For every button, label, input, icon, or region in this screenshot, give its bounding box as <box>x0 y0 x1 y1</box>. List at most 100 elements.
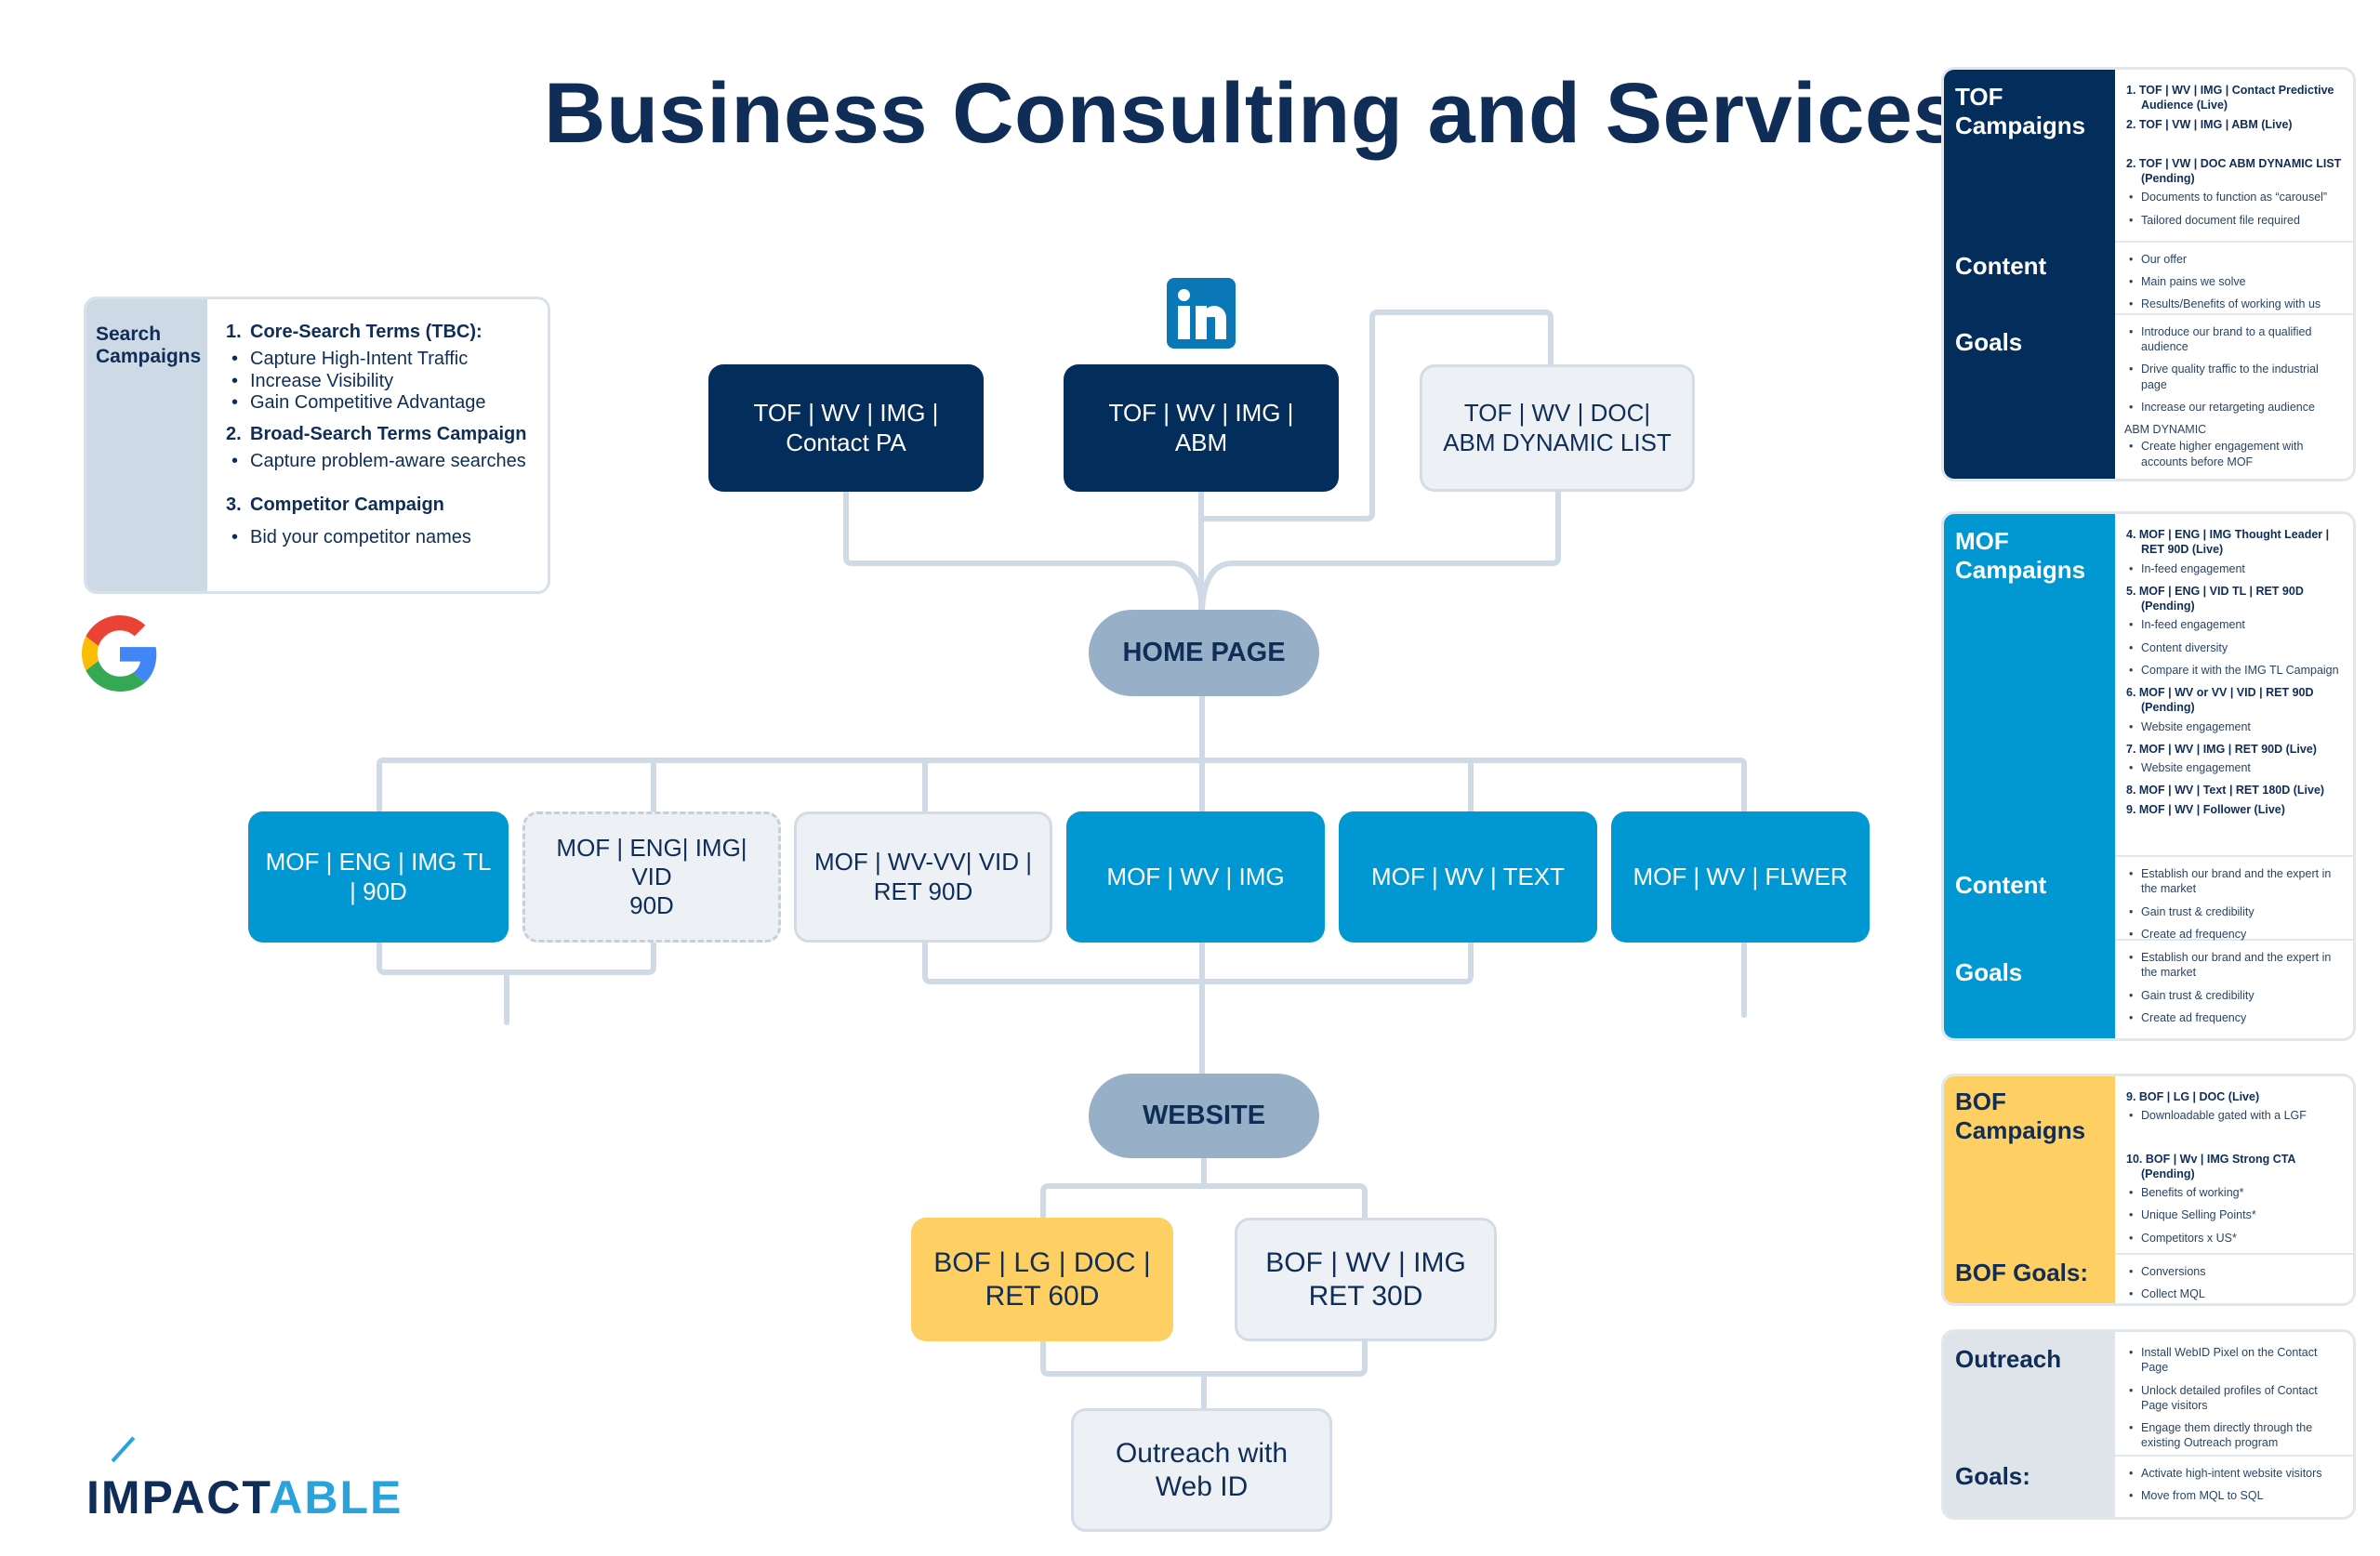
mof-node-eng-img-tl[interactable]: MOF | ENG | IMG TL | 90D <box>248 811 509 943</box>
bullet: Gain Competitive Advantage <box>226 392 538 415</box>
bullet: Activate high-intent website visitors <box>2124 1466 2346 1482</box>
search-item-heading: 3.Competitor Campaign <box>226 494 538 516</box>
bof-goals-label: BOF Goals: <box>1955 1259 2089 1286</box>
mof-panel: MOF Campaigns Content Goals 4. MOF | ENG… <box>1941 511 2356 1041</box>
outreach-items-section: Install WebID Pixel on the Contact PageU… <box>2115 1332 2353 1455</box>
bullet: Gain trust & credibility <box>2124 988 2346 1004</box>
mof-panel-labels: MOF Campaigns Content Goals <box>1944 514 2115 1038</box>
mof-node-eng-img-vid[interactable]: MOF | ENG| IMG| VID 90D <box>522 811 781 943</box>
bullet: Drive quality traffic to the industrial … <box>2124 362 2346 392</box>
search-item-bullets: Capture High-Intent Traffic Increase Vis… <box>226 349 538 415</box>
tof-panel: TOF Campaigns Content Goals 1. TOF | WV … <box>1941 67 2356 481</box>
mof-node-wv-flwer[interactable]: MOF | WV | FLWER <box>1611 811 1870 943</box>
spacer <box>2124 136 2346 156</box>
bullet: Create higher engagement with accounts b… <box>2124 439 2346 469</box>
campaign-heading: 2. TOF | VW | DOC ABM DYNAMIC LIST (Pend… <box>2126 156 2342 185</box>
bullet: Competitors x US* <box>2124 1231 2346 1246</box>
bof-panel-labels: BOF Campaigns BOF Goals: <box>1944 1076 2115 1303</box>
bullet: Establish our brand and the expert in th… <box>2124 866 2346 897</box>
search-item-title: Broad-Search Terms Campaign <box>250 423 527 444</box>
search-item-title: Competitor Campaign <box>250 494 444 516</box>
bullet: Create ad frequency <box>2124 1010 2346 1026</box>
bullet: Engage them directly through the existin… <box>2124 1420 2346 1451</box>
search-item-number: 2. <box>226 423 242 444</box>
mof-content-section: Establish our brand and the expert in th… <box>2115 855 2353 942</box>
bullet: Tailored document file required <box>2124 213 2346 229</box>
bof-campaigns-section: 9. BOF | LG | DOC (Live) Downloadable gat… <box>2115 1076 2353 1253</box>
connector-bof-bottom <box>1040 1338 1368 1377</box>
bullet: In-feed engagement <box>2124 561 2346 577</box>
tof-goals-label: Goals <box>1955 328 2023 356</box>
mof-node-wv-text[interactable]: MOF | WV | TEXT <box>1339 811 1597 943</box>
tof-campaigns-label: TOF Campaigns <box>1955 83 2086 140</box>
tof-campaigns-section: 1. TOF | WV | IMG | Contact Predictive A… <box>2115 70 2353 241</box>
bullet: Capture problem-aware searches <box>226 451 538 473</box>
logo-text-impact: IMPACT <box>86 1471 270 1523</box>
bullet: Downloadable gated with a LGF <box>2124 1108 2346 1124</box>
bullet: Content diversity <box>2124 640 2346 656</box>
tof-goals-section: Introduce our brand to a qualified audie… <box>2115 312 2353 479</box>
campaign-heading: 1. TOF | WV | IMG | Contact Predictive A… <box>2126 84 2334 112</box>
outreach-goals-label: Goals: <box>1955 1462 2030 1490</box>
bof-panel: BOF Campaigns BOF Goals: 9. BOF | LG | D… <box>1941 1074 2356 1306</box>
campaign-heading: 9. MOF | WV | Follower (Live) <box>2126 802 2285 816</box>
search-campaigns-label: Search Campaigns <box>86 299 207 591</box>
mof-campaigns-section: 4. MOF | ENG | IMG Thought Leader | RET … <box>2115 514 2353 855</box>
bullet: Compare it with the IMG TL Campaign <box>2124 663 2346 679</box>
campaign-heading: 2. TOF | VW | IMG | ABM (Live) <box>2126 117 2293 131</box>
bullet: Our offer <box>2124 252 2346 268</box>
search-item-title: Core-Search Terms (TBC): <box>250 322 483 342</box>
connector-mof-top <box>377 758 1747 814</box>
search-item-bullets: Bid your competitor names <box>226 527 538 549</box>
bof-campaigns-label: BOF Campaigns <box>1955 1088 2086 1145</box>
campaign-heading: 8. MOF | WV | Text | RET 180D (Live) <box>2126 784 2325 798</box>
campaign-heading: 7. MOF | WV | IMG | RET 90D (Live) <box>2126 742 2317 756</box>
outreach-panel-labels: Outreach Goals: <box>1944 1332 2115 1517</box>
bof-goals-section: ConversionsCollect MQL <box>2115 1253 2353 1303</box>
bullet: Results/Benefits of working with us <box>2124 297 2346 312</box>
bullet: Increase Visibility <box>226 371 538 393</box>
bullet: Unlock detailed profiles of Contact Page… <box>2124 1383 2346 1414</box>
connector-tof-contact <box>843 489 1205 612</box>
mof-campaigns-label: MOF Campaigns <box>1955 527 2086 585</box>
bullet: Increase our retargeting audience <box>2124 400 2346 415</box>
search-campaigns-body: 1.Core-Search Terms (TBC): Capture High-… <box>207 299 548 591</box>
outreach-goals-section: Activate high-intent website visitorsMov… <box>2115 1455 2353 1517</box>
tof-node-abm-dynamic-list[interactable]: TOF | WV | DOC| ABM DYNAMIC LIST <box>1420 364 1695 492</box>
google-icon <box>82 615 157 692</box>
logo-text-able: ABLE <box>269 1471 403 1523</box>
page-title: Business Consulting and Services <box>544 66 1962 161</box>
home-page-node[interactable]: HOME PAGE <box>1089 610 1319 696</box>
tof-node-abm[interactable]: TOF | WV | IMG | ABM <box>1064 364 1339 492</box>
mof-node-wv-vv-vid[interactable]: MOF | WV-VV| VID | RET 90D <box>794 811 1052 943</box>
bullet: Unique Selling Points* <box>2124 1207 2346 1223</box>
bullet: Website engagement <box>2124 719 2346 735</box>
search-item-heading: 1.Core-Search Terms (TBC): <box>226 322 538 343</box>
campaign-heading: 9. BOF | LG | DOC (Live) <box>2126 1090 2260 1103</box>
connector-mof-bottom-left <box>377 940 656 975</box>
bullet: Main pains we solve <box>2124 274 2346 290</box>
tof-node-contact-pa[interactable]: TOF | WV | IMG | Contact PA <box>708 364 984 492</box>
campaign-heading: 5. MOF | ENG | VID TL | RET 90D (Pending… <box>2126 584 2304 613</box>
outreach-node[interactable]: Outreach with Web ID <box>1071 1408 1332 1532</box>
bullet: Documents to function as “carousel” <box>2124 190 2346 205</box>
bullet: Introduce our brand to a qualified audie… <box>2124 324 2346 355</box>
bullet: Install WebID Pixel on the Contact Page <box>2124 1345 2346 1376</box>
tof-content-label: Content <box>1955 252 2047 280</box>
website-node[interactable]: WEBSITE <box>1089 1074 1319 1158</box>
bof-node-lg-doc[interactable]: BOF | LG | DOC | RET 60D <box>911 1218 1173 1341</box>
linkedin-icon <box>1167 278 1236 349</box>
mof-content-label: Content <box>1955 871 2047 899</box>
campaign-heading: 10. BOF | Wv | IMG Strong CTA (Pending) <box>2126 1152 2295 1180</box>
bullet: Benefits of working* <box>2124 1185 2346 1201</box>
mof-node-wv-img[interactable]: MOF | WV | IMG <box>1066 811 1325 943</box>
connector-bof-top <box>1040 1183 1368 1220</box>
bullet: Gain trust & credibility <box>2124 904 2346 920</box>
bof-node-wv-img[interactable]: BOF | WV | IMG RET 30D <box>1235 1218 1497 1341</box>
bullet: Bid your competitor names <box>226 527 538 549</box>
connector-tof-abm-loop <box>1198 310 1554 521</box>
subheading: ABM DYNAMIC <box>2124 423 2207 436</box>
search-item-bullets: Capture problem-aware searches <box>226 451 538 473</box>
outreach-panel: Outreach Goals: Install WebID Pixel on t… <box>1941 1329 2356 1520</box>
connector-mof-bottom-mid <box>922 940 1474 984</box>
